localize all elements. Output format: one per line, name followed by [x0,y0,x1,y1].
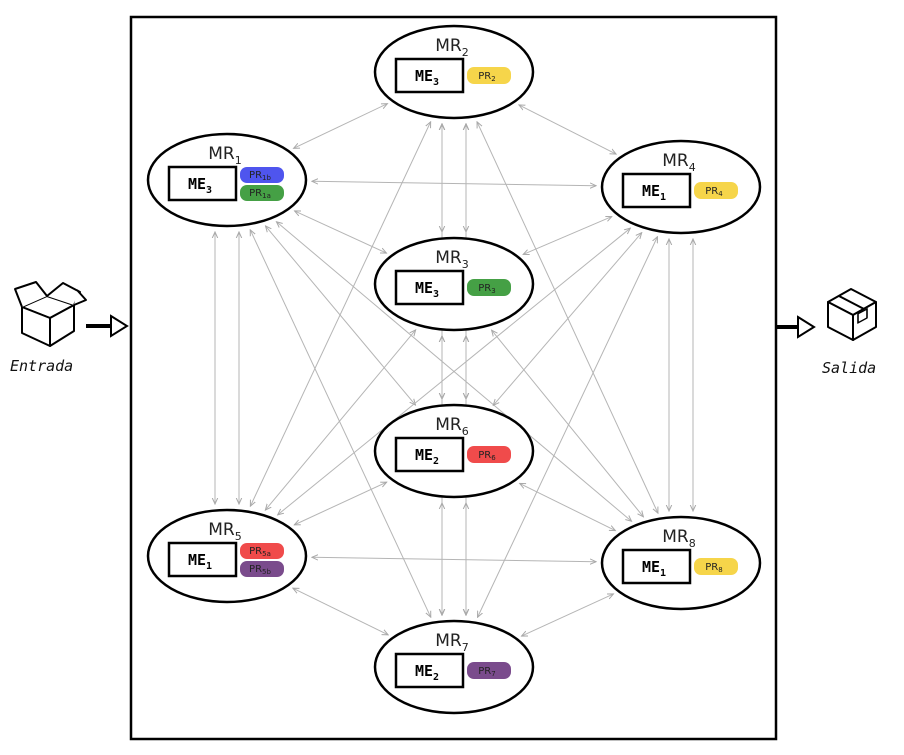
machine-label: ME3 [415,67,439,88]
salida-label: Salida [822,359,876,377]
product-label: PR6 [478,450,496,462]
entrada-label: Entrada [10,357,73,375]
node-title: MR2 [435,36,468,59]
resource-nodes: MR1ME3PR1bPR1aMR2ME3PR2MR3ME3PR3MR4ME1PR… [146,24,762,715]
connection-arrow-mr4-mr7 [478,237,658,617]
product-label: PR3 [478,283,495,295]
product-label: PR7 [478,666,495,678]
node-title: MR6 [435,415,468,438]
product-label: PR5a [249,546,271,558]
machine-label: ME2 [415,662,439,683]
machine-box [167,541,238,578]
node-title: MR4 [662,151,695,174]
open-box-icon [14,281,87,347]
machine-box [394,57,465,94]
node-title: MR7 [435,631,468,654]
machine-box [394,269,465,306]
machine-box [621,548,692,585]
machine-box [394,652,465,689]
product-badge [467,446,511,463]
machine-label: ME3 [415,279,439,300]
node-title: MR1 [208,144,241,167]
machine-label: ME1 [188,551,212,572]
machine-label: ME2 [415,446,439,467]
product-badge [694,558,738,575]
product-label: PR1b [249,170,271,182]
product-badge [467,279,511,296]
connection-arrows [215,104,693,636]
product-badge [467,67,511,84]
machine-box [621,172,692,209]
output-arrow [777,315,816,339]
input-section: Entrada [10,281,129,375]
product-badge [240,185,284,201]
node-title: MR8 [662,527,695,550]
product-label: PR5b [249,564,271,576]
product-badge [240,561,284,577]
product-label: PR4 [705,186,723,198]
machine-label: ME1 [642,558,666,579]
node-title: MR3 [435,248,468,271]
machine-box [394,436,465,473]
machine-label: ME3 [188,175,212,196]
product-label: PR1a [249,188,271,200]
product-badge [240,167,284,183]
connection-arrow-mr5-mr8 [312,557,596,561]
closed-box-icon [827,288,877,341]
connection-arrow-mr5-mr7 [293,588,388,635]
connection-arrow-mr5-mr6 [294,482,386,525]
output-section: Salida [777,288,877,377]
product-badge [467,662,511,679]
machine-box [167,165,238,202]
machine-label: ME1 [642,182,666,203]
product-label: PR2 [478,71,495,83]
product-label: PR8 [705,562,722,574]
product-badge [694,182,738,199]
connection-arrow-mr7-mr8 [522,594,614,636]
input-arrow [86,314,129,338]
connection-arrow-mr6-mr8 [520,483,616,530]
node-title: MR5 [208,520,241,543]
product-badge [240,543,284,559]
